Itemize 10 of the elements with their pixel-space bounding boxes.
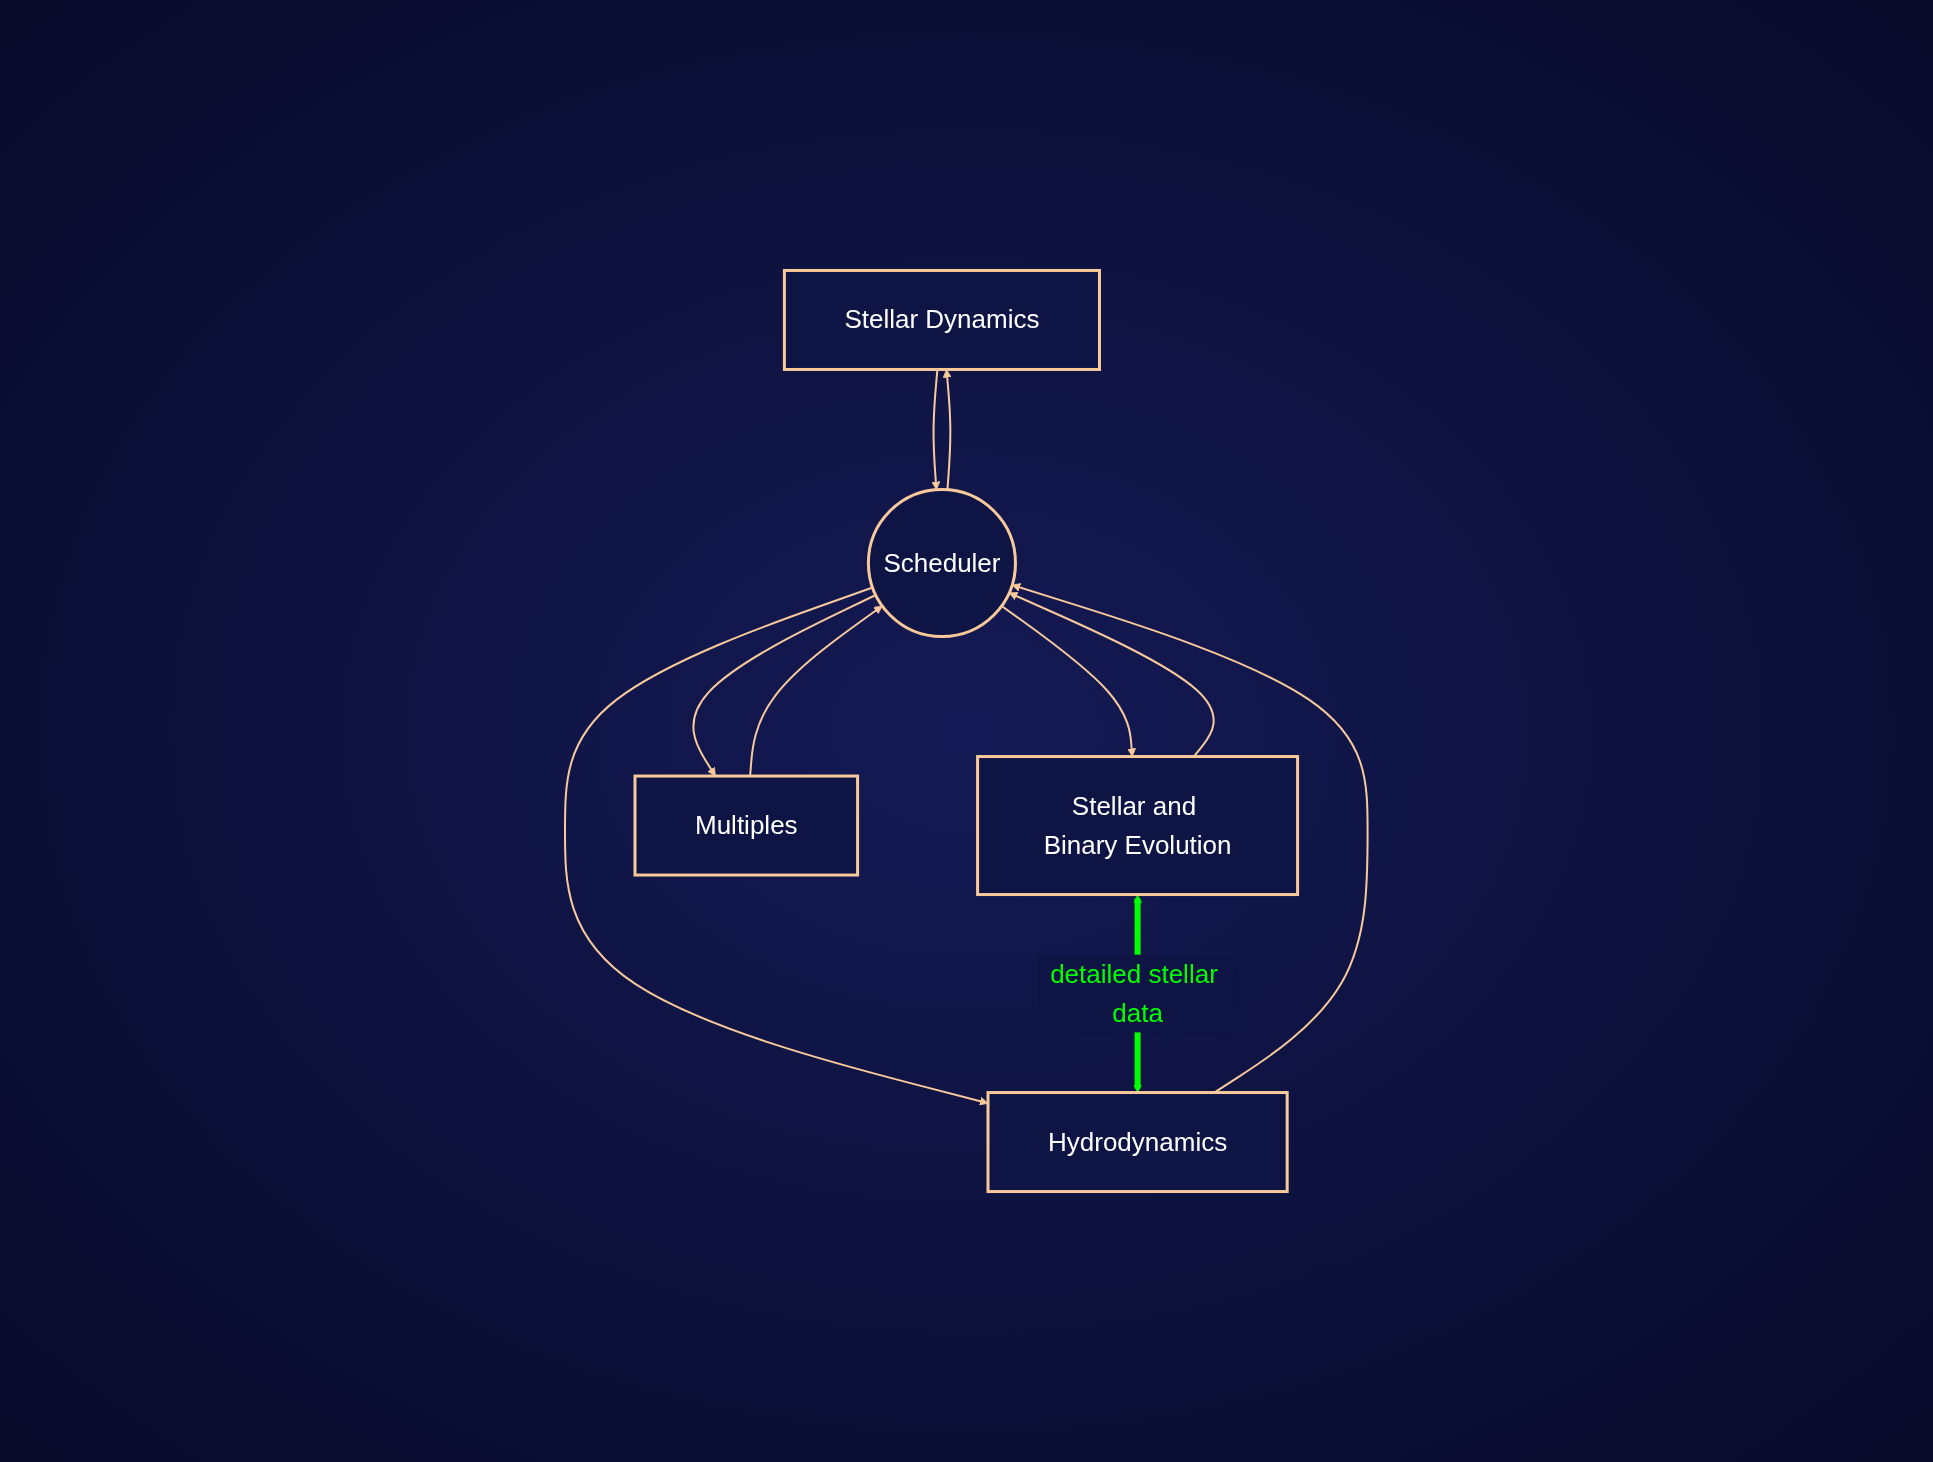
- arrow: [943, 369, 952, 491]
- node-box: Stellar Dynamics: [783, 268, 1102, 371]
- arrow: [564, 586, 989, 1106]
- arrow: [1000, 604, 1137, 757]
- node-box: Stellar and Binary Evolution: [976, 755, 1300, 897]
- node-box: Multiples: [633, 774, 860, 877]
- node-circle: Scheduler: [867, 487, 1018, 639]
- node-box: Hydrodynamics: [986, 1091, 1289, 1194]
- edge-label: detailed stellar data: [1050, 958, 1218, 1028]
- arrow: [692, 594, 877, 777]
